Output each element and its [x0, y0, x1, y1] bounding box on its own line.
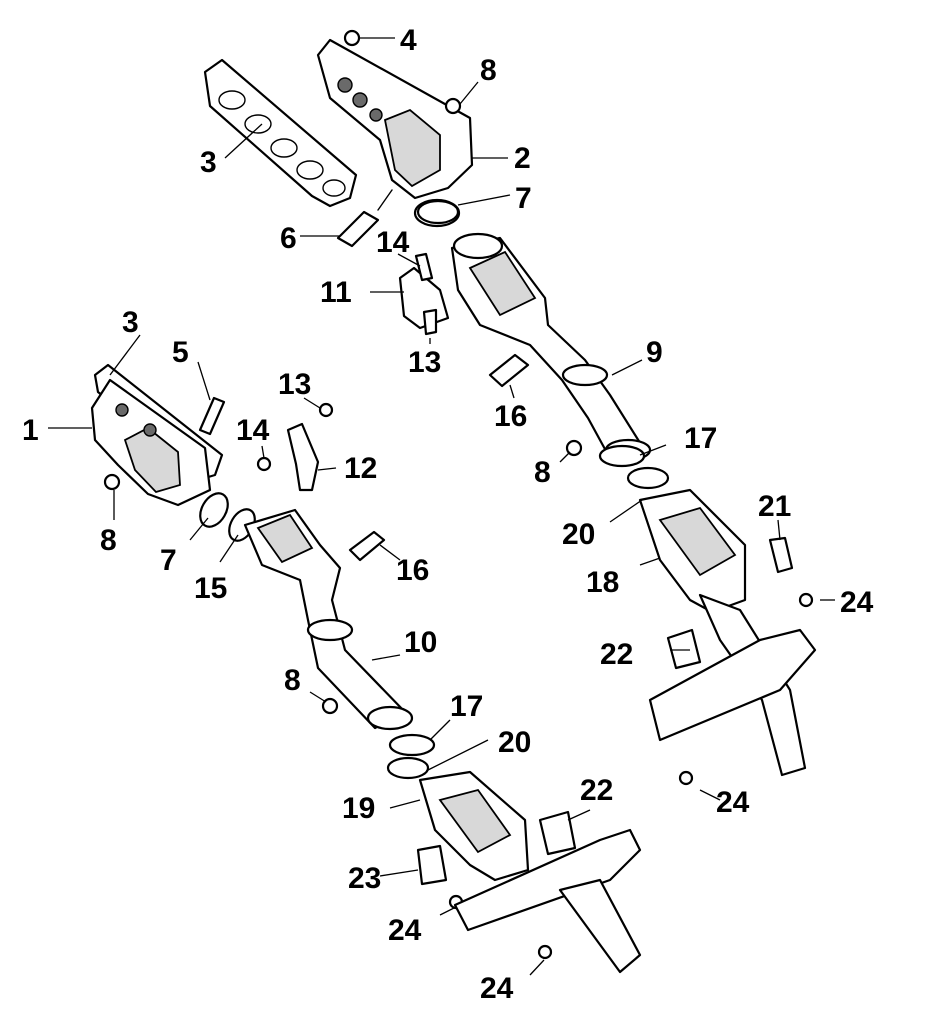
- callout-7: 7: [515, 182, 532, 215]
- callout-15: 15: [194, 572, 227, 605]
- part-10-lower-catalytic-converter: [243, 508, 414, 731]
- part-8-nut-lower: [321, 697, 339, 715]
- callout-23: 23: [348, 862, 381, 895]
- callout-24: 24: [480, 972, 514, 1005]
- callout-1: 1: [22, 414, 39, 447]
- part-17-gasket-right: [598, 444, 646, 468]
- part-13-bolt-upper: [422, 308, 438, 336]
- callout-22: 22: [580, 774, 613, 807]
- part-20-gasket-lower: [386, 756, 430, 780]
- callout-3: 3: [200, 146, 217, 179]
- part-18-rear-catalytic-converter-right: [638, 488, 817, 777]
- part-22-bracket-lower: [538, 810, 577, 856]
- callout-8: 8: [480, 54, 497, 87]
- part-19-rear-catalytic-converter-lower: [418, 770, 642, 974]
- part-20-gasket-right: [626, 466, 670, 490]
- part-14-bolt-lower: [256, 456, 272, 472]
- callout-10: 10: [404, 626, 437, 659]
- callout-9: 9: [646, 336, 663, 369]
- leader-lines: [48, 37, 835, 976]
- callout-5: 5: [172, 336, 189, 369]
- callout-12: 12: [344, 452, 377, 485]
- callout-8: 8: [100, 524, 117, 557]
- callout-20: 20: [562, 518, 595, 551]
- callout-17: 17: [684, 422, 717, 455]
- callout-14: 14: [236, 414, 270, 447]
- part-22-bracket-right: [666, 628, 702, 670]
- callout-11: 11: [320, 276, 352, 309]
- callout-8: 8: [284, 664, 301, 697]
- part-16-oxygen-sensor-lower: [348, 530, 386, 562]
- callout-3: 3: [122, 306, 139, 339]
- callout-17: 17: [450, 690, 483, 723]
- callout-22: 22: [600, 638, 633, 671]
- callouts: 4 8 3 2 7 6 14 11 13 9 16 3 5 1 13 14 12…: [22, 24, 874, 1005]
- part-8-nut-upper: [444, 97, 462, 115]
- callout-21: 21: [758, 490, 791, 523]
- callout-6: 6: [280, 222, 297, 255]
- callout-19: 19: [342, 792, 375, 825]
- callout-4: 4: [400, 24, 417, 57]
- part-9-upper-catalytic-converter: [450, 232, 652, 464]
- callout-24: 24: [388, 914, 422, 947]
- callout-13: 13: [408, 346, 441, 379]
- callout-24: 24: [840, 586, 874, 619]
- part-1-lower-exhaust-manifold: [90, 378, 212, 507]
- part-24-bolt-lower: [537, 944, 553, 960]
- part-12-heat-shield-bracket-lower: [286, 422, 320, 492]
- callout-20: 20: [498, 726, 531, 759]
- part-16-oxygen-sensor-upper: [488, 353, 530, 388]
- part-8-nut-left: [103, 473, 121, 491]
- callout-16: 16: [494, 400, 527, 433]
- part-6-oxygen-sensor: [336, 189, 393, 248]
- part-24-bolt-right-lower: [678, 770, 694, 786]
- callout-14: 14: [376, 226, 410, 259]
- part-13-bolt-lower: [318, 402, 334, 418]
- callout-8: 8: [534, 456, 551, 489]
- callout-7: 7: [160, 544, 177, 577]
- part-7-gasket-upper: [416, 199, 460, 225]
- part-21-hanger-right: [768, 536, 794, 574]
- callout-13: 13: [278, 368, 311, 401]
- part-3-upper-manifold-gasket: [203, 58, 358, 208]
- callout-2: 2: [514, 142, 531, 175]
- callout-18: 18: [586, 566, 619, 599]
- part-8-nut-mid-right: [565, 439, 583, 457]
- part-23-hanger-lower: [416, 844, 448, 886]
- part-4-stud: [343, 29, 361, 47]
- part-5-oxygen-sensor-lower: [198, 396, 226, 436]
- callout-16: 16: [396, 554, 429, 587]
- callout-24: 24: [716, 786, 750, 819]
- part-24-bolt-right-upper: [798, 592, 814, 608]
- part-14-bolt-upper: [414, 252, 434, 282]
- part-17-gasket-lower: [388, 733, 436, 757]
